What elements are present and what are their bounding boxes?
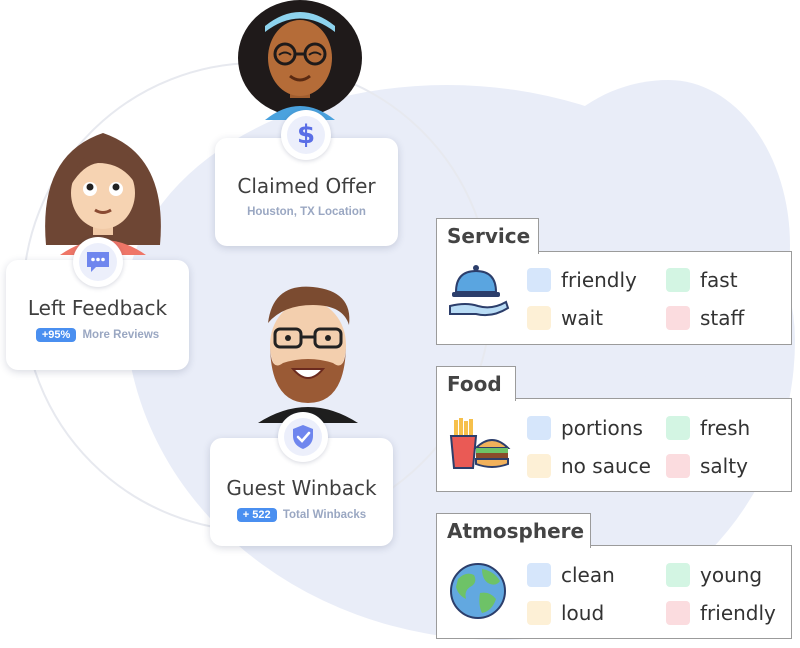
claimed-offer-badge: $ (281, 110, 331, 160)
globe-icon (450, 563, 506, 619)
tag-food-fresh[interactable]: fresh (666, 416, 750, 440)
left-feedback-label: More Reviews (82, 329, 160, 341)
service-tab-join (437, 250, 538, 254)
tag-atmosphere-young[interactable]: young (666, 563, 762, 587)
left-feedback-badge (73, 237, 123, 287)
food-tab: Food (436, 366, 516, 401)
tag-atmosphere-friendly[interactable]: friendly (666, 601, 776, 625)
food-tab-join (437, 397, 515, 401)
claimed-offer-location: Houston, TX Location (247, 206, 366, 218)
guest-winback-badge (278, 412, 328, 462)
dollar-icon: $ (296, 120, 316, 150)
guest-winback-label: Total Winbacks (282, 509, 367, 521)
tag-food-no-sauce[interactable]: no sauce (527, 454, 651, 478)
shield-check-icon (293, 425, 313, 449)
avatar-woman-glasses (238, 0, 362, 120)
atmosphere-tab: Atmosphere (436, 513, 591, 548)
tag-service-wait[interactable]: wait (527, 306, 603, 330)
fries-burger-icon (449, 418, 511, 469)
tag-atmosphere-loud[interactable]: loud (527, 601, 604, 625)
tag-atmosphere-clean[interactable]: clean (527, 563, 615, 587)
guest-winback-pill: + 522 (236, 508, 277, 522)
tag-service-fast[interactable]: fast (666, 268, 738, 292)
atmosphere-tab-join (437, 544, 590, 548)
avatar-bearded-man (258, 286, 358, 423)
left-feedback-card: Left Feedback +95% More Reviews (6, 260, 189, 370)
tag-food-salty[interactable]: salty (666, 454, 748, 478)
left-feedback-pill: +95% (35, 328, 77, 342)
tag-food-portions[interactable]: portions (527, 416, 643, 440)
guest-winback-title: Guest Winback (226, 476, 377, 500)
tag-service-friendly[interactable]: friendly (527, 268, 637, 292)
cloche-icon (449, 265, 510, 317)
chat-bubble-icon (87, 252, 109, 272)
left-feedback-stat: +95% More Reviews (6, 328, 189, 342)
guest-winback-stat: + 522 Total Winbacks (210, 508, 393, 522)
tag-service-staff[interactable]: staff (666, 306, 744, 330)
claimed-offer-title: Claimed Offer (237, 174, 376, 198)
service-tab: Service (436, 218, 539, 254)
service-panel (436, 251, 792, 345)
left-feedback-title: Left Feedback (27, 296, 168, 320)
avatar-woman-brown-hair (45, 133, 161, 255)
guest-winback-card: Guest Winback + 522 Total Winbacks (210, 438, 393, 546)
